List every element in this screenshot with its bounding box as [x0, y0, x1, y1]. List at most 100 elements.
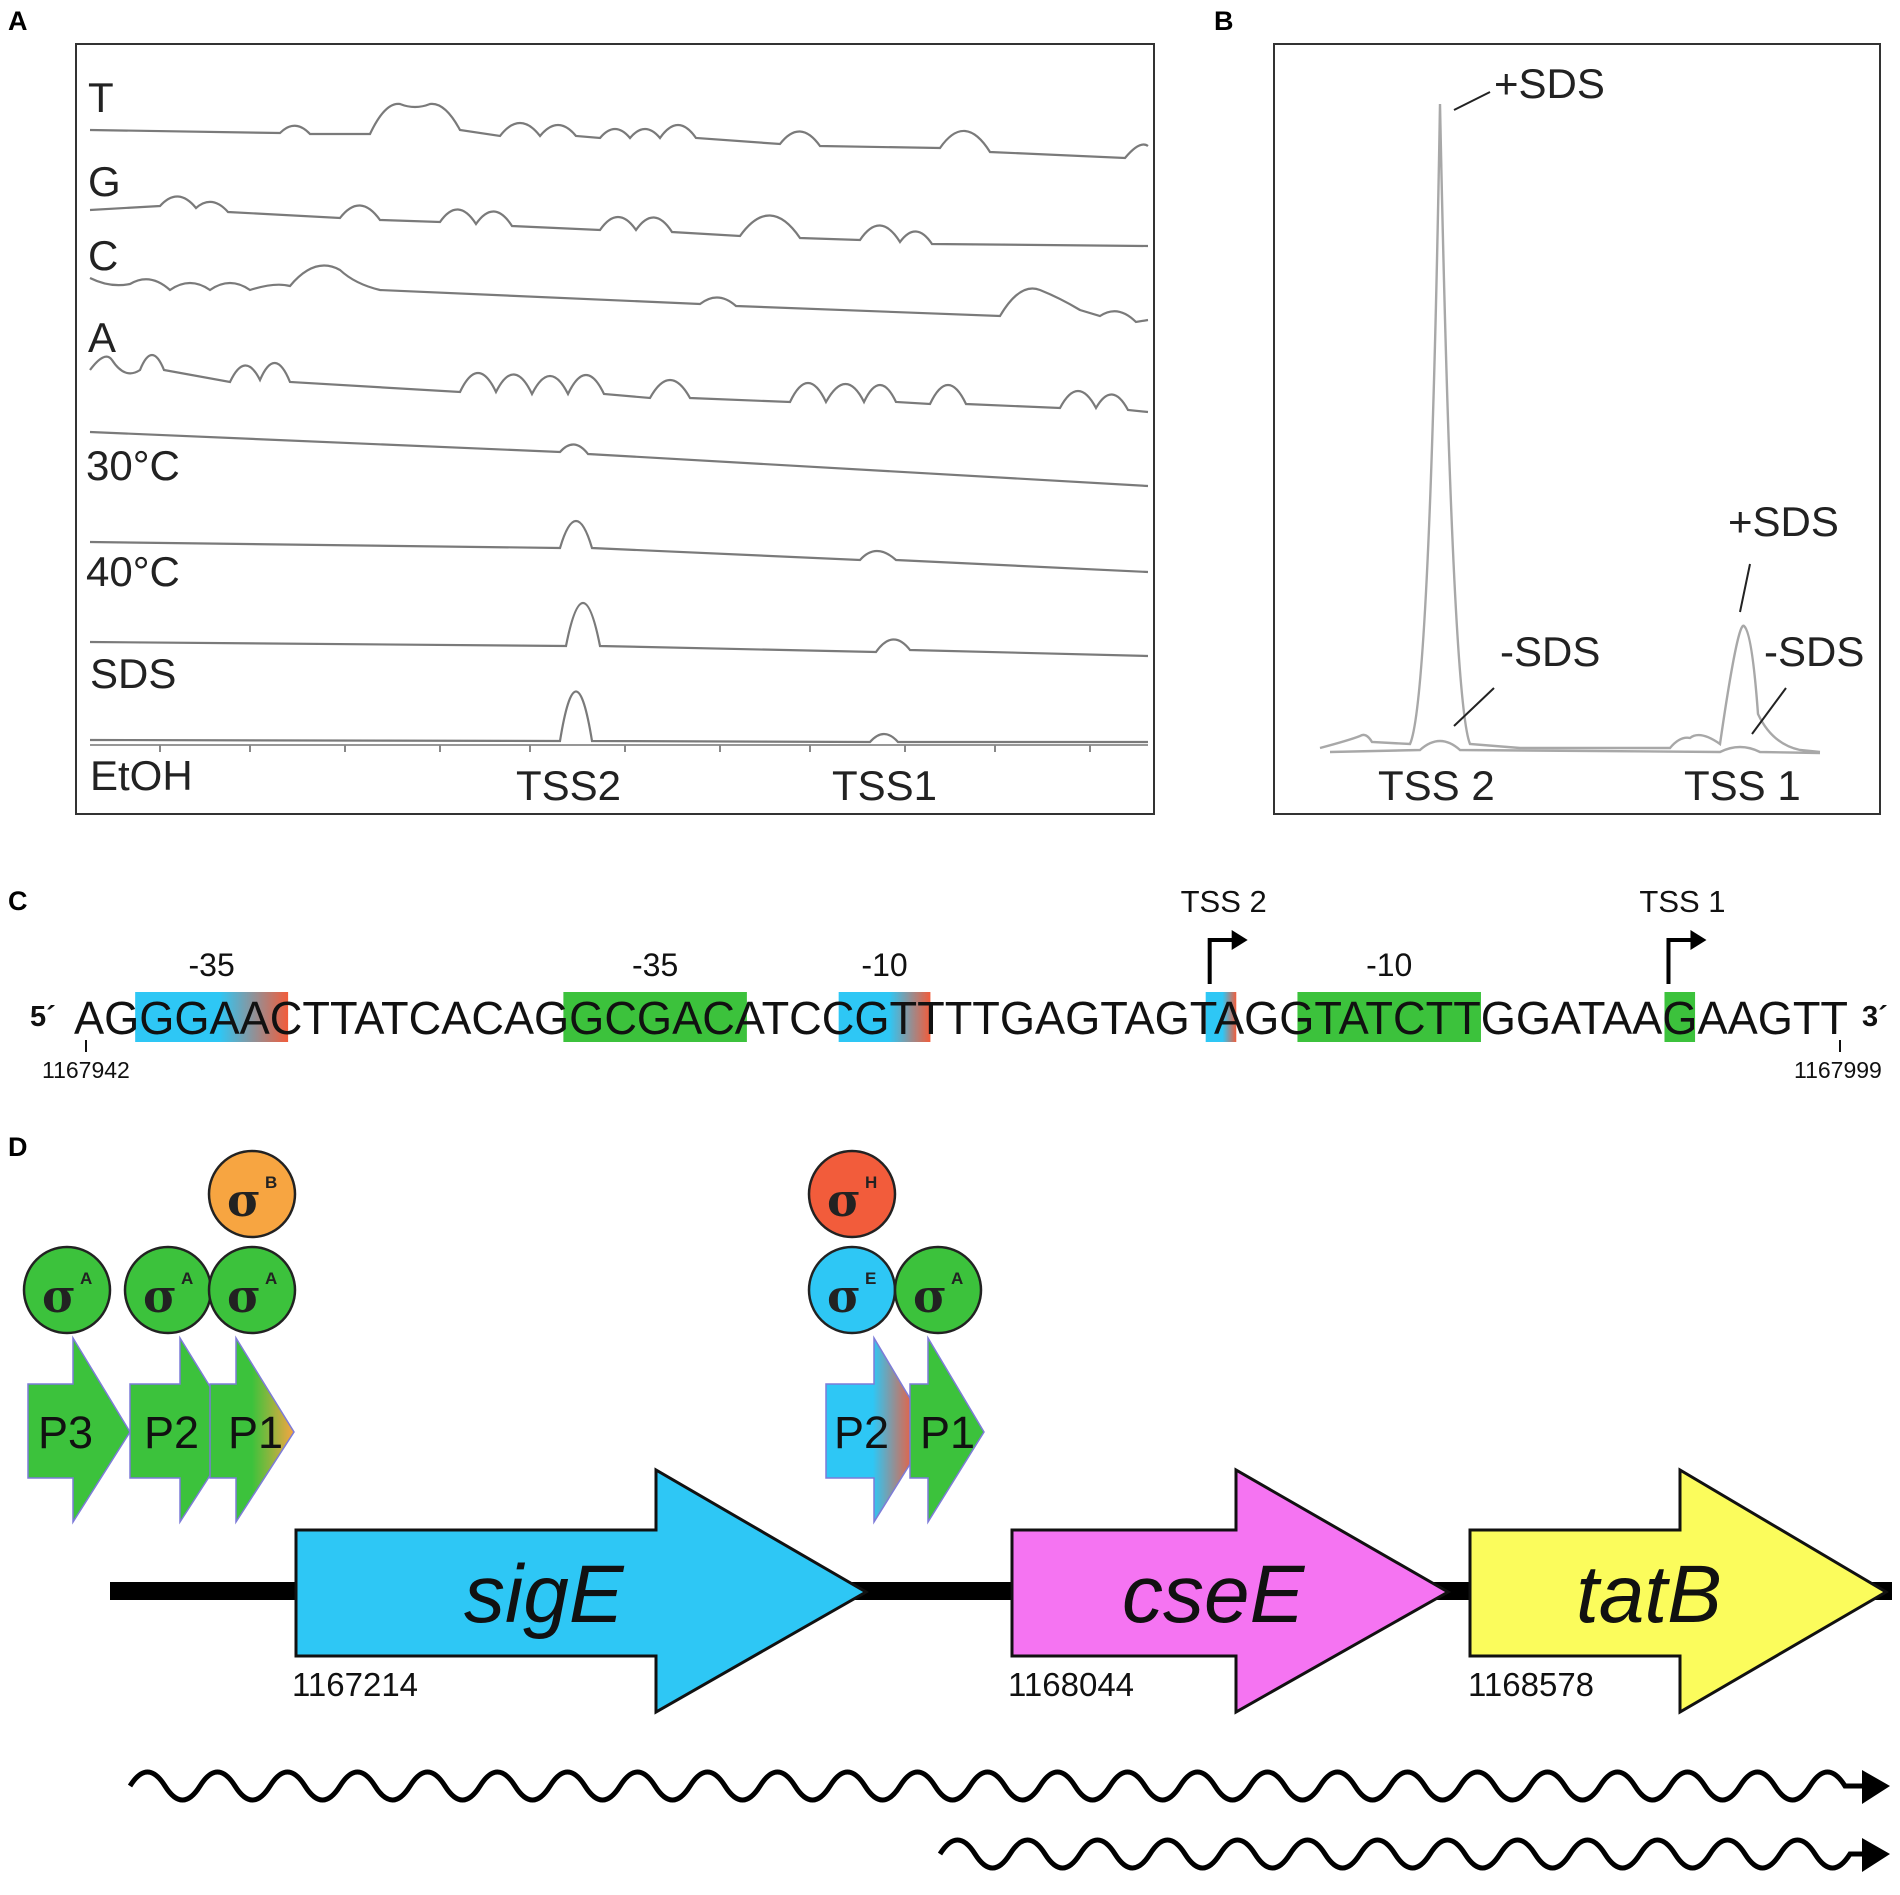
lane-label-40c: 40°C: [86, 548, 180, 595]
gene-tatb-arrow: [1468, 1467, 1889, 1715]
svg-text:A: A: [265, 1269, 277, 1288]
trace-minus-sds: [1329, 739, 1821, 755]
svg-text:A: A: [80, 1269, 92, 1288]
svg-text:A: A: [181, 1269, 193, 1288]
svg-text:σ: σ: [827, 1173, 861, 1227]
plus-sds-label-tss2: +SDS: [1494, 60, 1605, 107]
svg-text:σ: σ: [227, 1269, 261, 1323]
sigma-a-p3: σ A: [22, 1245, 112, 1335]
panel-b-letter: B: [1214, 6, 1234, 36]
tss-arrow-1: [1666, 938, 1693, 984]
sigma-b-p1: σ B: [207, 1149, 297, 1239]
tss-base-box-1: [1664, 992, 1696, 1042]
promoter-p1-arrow: [209, 1335, 295, 1525]
trace-sds: [89, 601, 1149, 658]
promoter-p3-label: P3: [38, 1407, 93, 1458]
tss-base-box-0: [1205, 992, 1237, 1042]
gene-sige-arrow: [294, 1467, 870, 1715]
gene-csee-arrow: [1010, 1467, 1452, 1715]
minus-sds-label-tss2: -SDS: [1500, 628, 1600, 675]
plus-sds-label-tss1: +SDS: [1728, 498, 1839, 545]
promoter-p1-sige-arrow: [909, 1335, 985, 1525]
trace-plus-sds: [1319, 103, 1821, 754]
promoter-element-label-0: -35: [189, 947, 235, 983]
svg-text:σ: σ: [827, 1269, 861, 1323]
tss2-label-a: TSS2: [516, 762, 621, 809]
promoter-p1-sige-label: P1: [920, 1407, 975, 1458]
gene-csee-coord: 1168044: [1008, 1666, 1134, 1703]
panel-a-frame: [75, 43, 1155, 815]
axis-ticks: [159, 745, 1091, 752]
svg-text:σ: σ: [143, 1269, 177, 1323]
minus-sds-label-tss1: -SDS: [1764, 628, 1864, 675]
lane-label-sds: SDS: [90, 650, 176, 697]
panel-a-letter: A: [8, 6, 28, 36]
panel-c-letter: C: [8, 886, 28, 916]
start-coord-label: 1167942: [42, 1057, 130, 1083]
promoter-p2-arrow: [129, 1335, 239, 1525]
minus-sds-pointer-1: [1751, 687, 1787, 735]
lane-label-30c: 30°C: [86, 442, 180, 489]
svg-text:B: B: [265, 1173, 277, 1192]
sigma-a-p2: σ A: [123, 1245, 213, 1335]
gene-csee-label: cseE: [1122, 1549, 1306, 1640]
lane-label-etoh: EtOH: [90, 752, 193, 799]
trace-t: [89, 102, 1149, 160]
promoter-element-box-2: [838, 992, 931, 1042]
sequence-group: -35 -35 -10 -10 TSS 2 TSS 1 AGGGAACTTATCACAGGC…: [74, 884, 1848, 1044]
tss-arrowhead-0: [1231, 930, 1248, 950]
trace-40c: [89, 519, 1149, 574]
promoter-p3-arrow: [27, 1335, 131, 1525]
trace-etoh: [89, 690, 1148, 744]
tss-arrowhead-1: [1690, 930, 1707, 950]
tss-label-0: TSS 2: [1181, 884, 1267, 919]
promoter-p2-sige-label: P2: [834, 1407, 889, 1458]
tss1-label-b: TSS 1: [1684, 762, 1801, 809]
svg-text:H: H: [865, 1173, 877, 1192]
transcript-short-arrowhead: [1862, 1838, 1890, 1872]
promoter-element-box-1: [563, 992, 747, 1042]
promoter-element-label-2: -10: [861, 947, 907, 983]
promoter-p1-label: P1: [228, 1407, 283, 1458]
tss-label-1: TSS 1: [1639, 884, 1725, 919]
promoter-p2-label: P2: [144, 1407, 199, 1458]
trace-30c: [89, 430, 1149, 488]
minus-sds-pointer-2: [1453, 687, 1495, 727]
panel-d-letter: D: [8, 1132, 28, 1162]
trace-a: [89, 353, 1149, 414]
lane-label-g: G: [88, 158, 121, 205]
transcript-short: [937, 1837, 1866, 1871]
lane-label-c: C: [88, 232, 118, 279]
promoter-element-box-0: [135, 992, 289, 1042]
lane-label-t: T: [88, 74, 114, 121]
promoter-p2-sige-arrow: [825, 1335, 931, 1525]
sigma-a-p1: σ A: [207, 1245, 297, 1335]
dna-sequence: AGGGAACTTATCACAGGCGACATCCGTTTTGAGTAGTAGG…: [74, 992, 1848, 1044]
gene-tatb-label: tatB: [1576, 1549, 1722, 1640]
plus-sds-pointer-1: [1739, 563, 1751, 613]
svg-text:σ: σ: [42, 1269, 76, 1323]
tss1-label-a: TSS1: [832, 762, 937, 809]
three-prime-label: 3´: [1862, 1001, 1888, 1033]
sigma-a-p1-sige: σ A: [893, 1245, 983, 1335]
promoter-element-label-3: -10: [1366, 947, 1412, 983]
gene-sige-coord: 1167214: [292, 1666, 418, 1703]
trace-g: [89, 195, 1149, 248]
gene-sige-label: sigE: [464, 1549, 625, 1640]
sigma-e-p2: σ E: [807, 1245, 897, 1335]
promoter-element-label-1: -35: [632, 947, 678, 983]
gene-tatb-coord: 1168578: [1468, 1666, 1594, 1703]
svg-text:A: A: [951, 1269, 963, 1288]
promoter-element-box-3: [1297, 992, 1481, 1042]
lane-label-a: A: [88, 314, 116, 361]
tss2-label-b: TSS 2: [1378, 762, 1495, 809]
transcript-long: [127, 1769, 1866, 1803]
five-prime-label: 5´: [30, 1001, 56, 1033]
panel-b-frame: [1273, 43, 1881, 815]
tss-arrow-0: [1207, 938, 1234, 984]
transcript-long-arrowhead: [1862, 1770, 1890, 1804]
svg-text:σ: σ: [913, 1269, 947, 1323]
sigma-h-p2: σ H: [807, 1149, 897, 1239]
svg-text:σ: σ: [227, 1173, 261, 1227]
